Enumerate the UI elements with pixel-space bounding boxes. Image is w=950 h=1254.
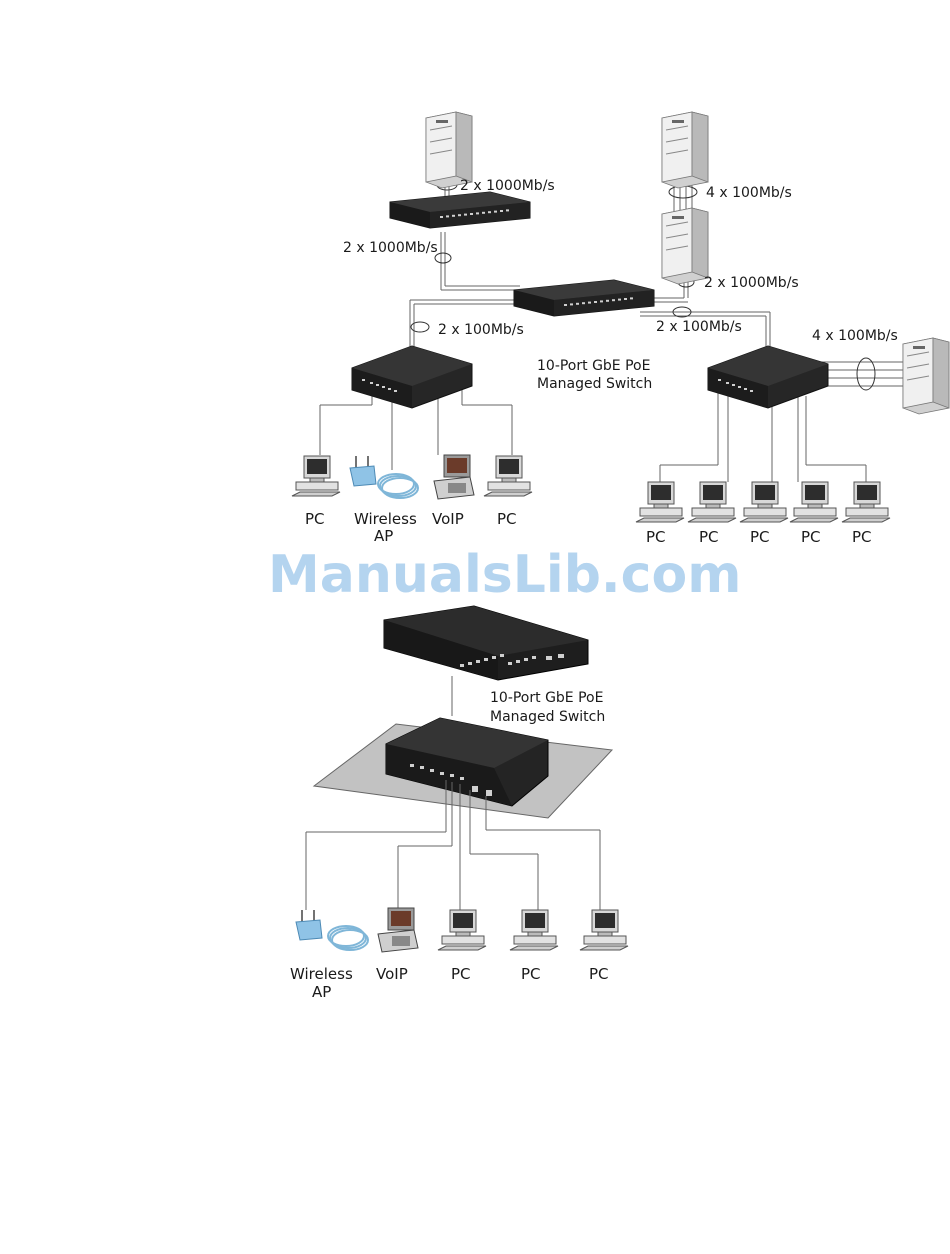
link-label: 2 x 1000Mb/s [343, 240, 438, 256]
server-2 [662, 112, 708, 188]
pc-icon [580, 910, 628, 950]
poe-switch-right [708, 346, 828, 408]
link-label: 4 x 100Mb/s [812, 328, 898, 344]
cable-coil-icon [378, 474, 418, 498]
switch-caption: Managed Switch [490, 709, 605, 725]
device-label: PC [497, 510, 517, 528]
device-label: PC [699, 528, 719, 546]
bottom-diagram: 10-Port GbE PoE Managed Switch [290, 606, 628, 1001]
switch-caption: Managed Switch [537, 376, 652, 392]
voip-phone-icon [434, 455, 474, 499]
pc-icon [740, 482, 788, 522]
voip-phone-icon [378, 908, 418, 952]
server-3 [662, 208, 708, 284]
pc-icon [688, 482, 736, 522]
device-label: AP [312, 983, 331, 1001]
pc-icon [484, 456, 532, 496]
pc-icon [438, 910, 486, 950]
pc-icon [842, 482, 890, 522]
pc-icon [510, 910, 558, 950]
device-label: AP [374, 527, 393, 545]
gigabit-switch-1 [390, 192, 530, 228]
poe-switch-left [352, 346, 472, 408]
device-label: PC [451, 965, 471, 983]
wireless-ap-icon [296, 910, 322, 940]
top-diagram: 2 x 1000Mb/s 2 x 1000Mb/s 4 x 100Mb/s 2 … [292, 112, 949, 546]
device-label: VoIP [432, 510, 464, 528]
switch-caption: 10-Port GbE PoE [490, 690, 603, 706]
device-label: PC [801, 528, 821, 546]
watermark: ManualsLib.com [268, 545, 741, 605]
server-1 [426, 112, 472, 188]
link-label: 2 x 100Mb/s [656, 319, 742, 335]
pc-icon [636, 482, 684, 522]
link-label: 2 x 1000Mb/s [460, 178, 555, 194]
pc-icon [292, 456, 340, 496]
rack-switch [384, 606, 588, 680]
wireless-ap-icon [350, 456, 376, 486]
switch-caption: 10-Port GbE PoE [537, 358, 650, 374]
device-label: Wireless [290, 965, 353, 983]
gigabit-switch-core [514, 280, 654, 316]
device-label: PC [589, 965, 609, 983]
device-label: Wireless [354, 510, 417, 528]
link-label: 2 x 100Mb/s [438, 322, 524, 338]
cable-coil-icon [328, 926, 368, 950]
link-label: 2 x 1000Mb/s [704, 275, 799, 291]
server-4 [903, 338, 949, 414]
device-label: PC [852, 528, 872, 546]
device-label: PC [305, 510, 325, 528]
device-label: VoIP [376, 965, 408, 983]
pc-icon [790, 482, 838, 522]
link-label: 4 x 100Mb/s [706, 185, 792, 201]
device-label: PC [521, 965, 541, 983]
device-label: PC [750, 528, 770, 546]
device-label: PC [646, 528, 666, 546]
